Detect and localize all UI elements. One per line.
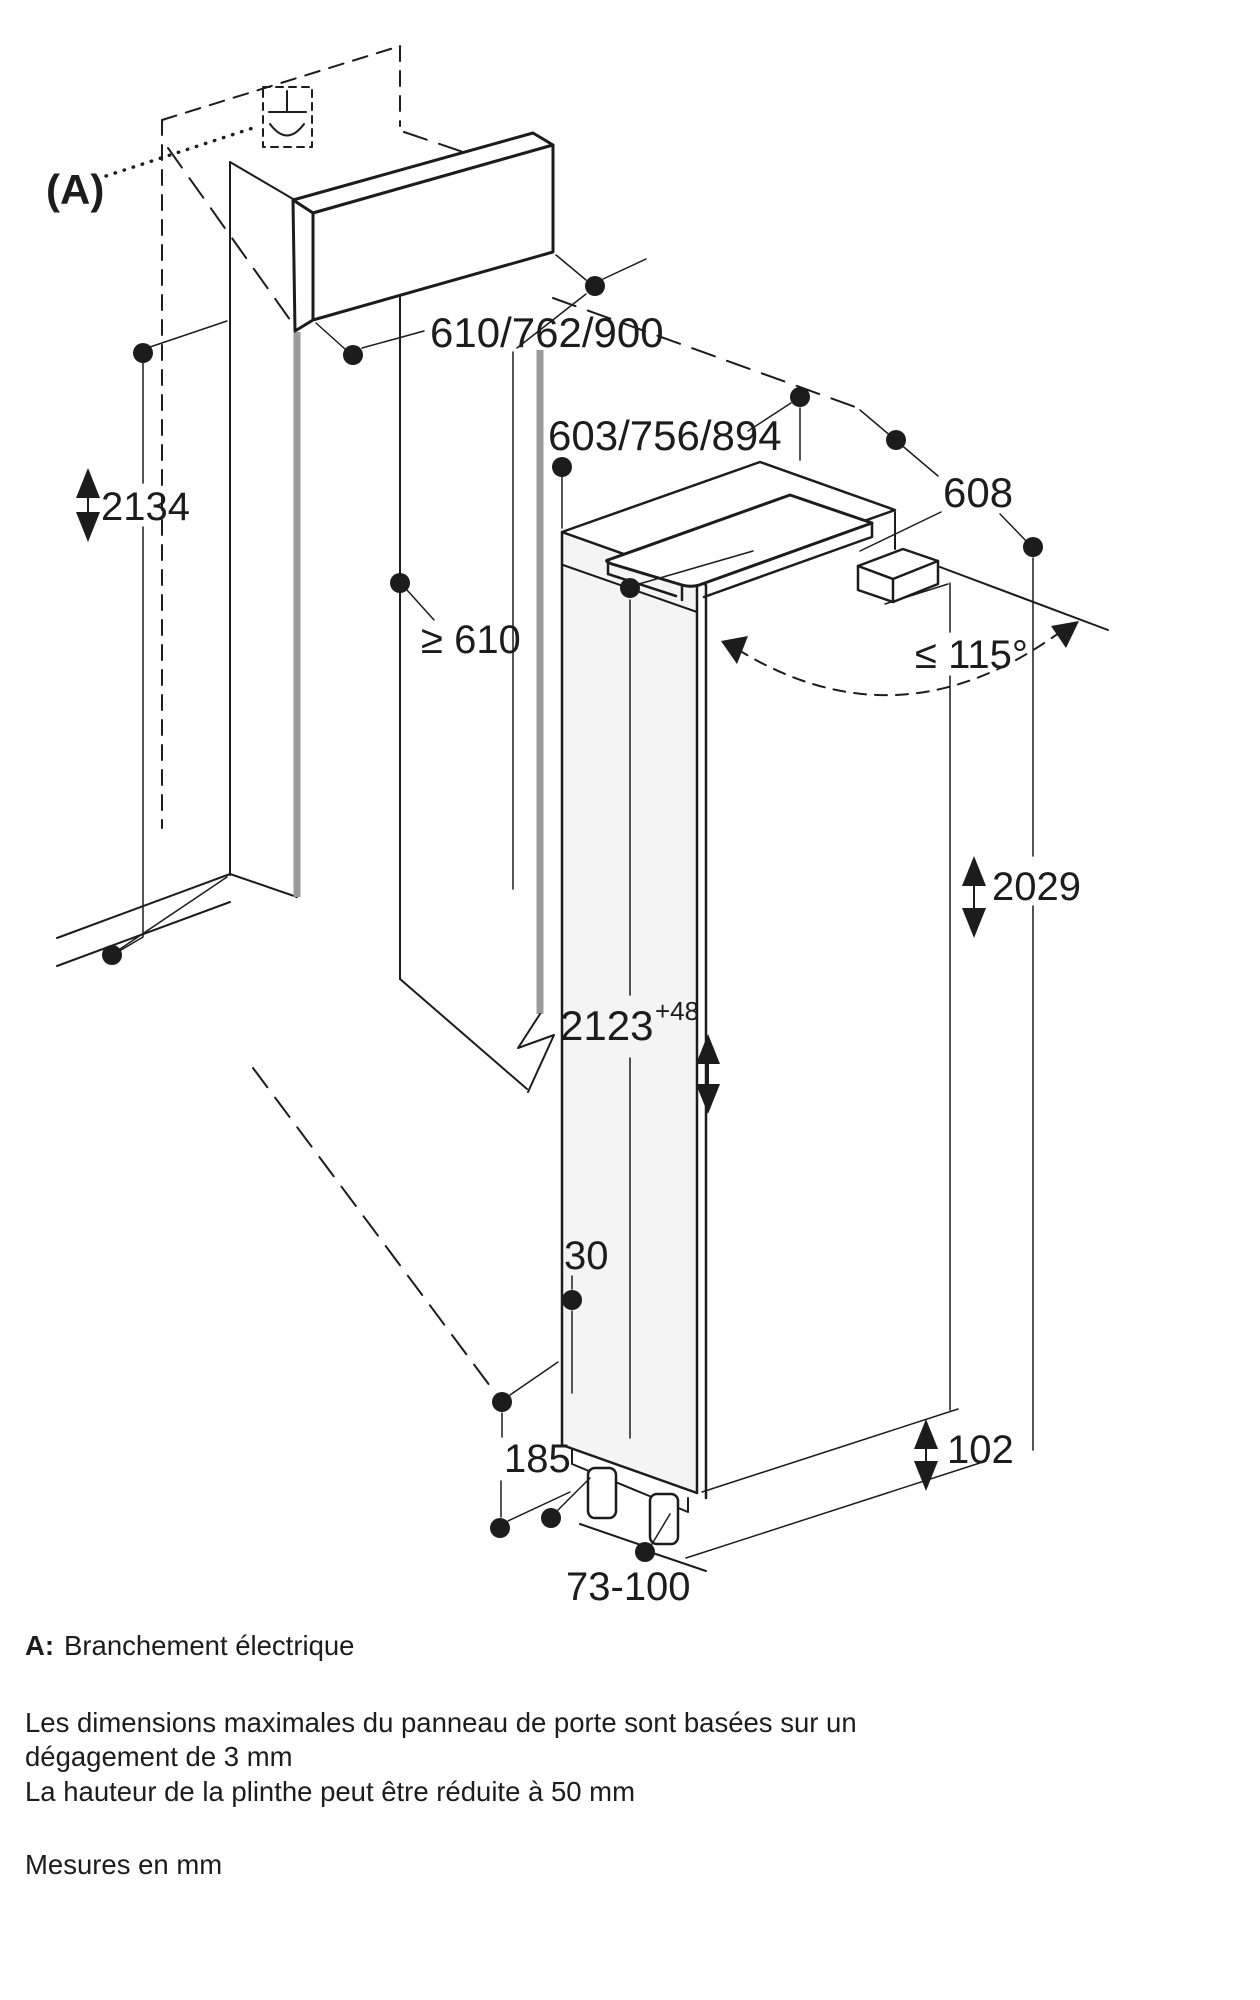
- double-arrow-icon: [914, 1419, 938, 1491]
- dim-base-recess: 185: [490, 1361, 571, 1538]
- dim-dot: [390, 573, 410, 593]
- floor-depth-edge: [252, 1067, 494, 1391]
- dim-niche-height: 2134: [76, 320, 228, 965]
- appliance-width-label: 603/756/894: [548, 412, 782, 459]
- plinth-note: La hauteur de la plinthe peut être rédui…: [25, 1776, 635, 1807]
- base-recess-label: 185: [504, 1437, 571, 1481]
- rear-hinge-block: [856, 547, 940, 604]
- min-depth-label: ≥ 610: [421, 618, 521, 662]
- left-wall-bottom-edge: [229, 873, 298, 898]
- arc-arrow-left: [721, 636, 748, 664]
- dim-appliance-depth: 608: [859, 409, 1043, 557]
- foot-range-label: 73-100: [566, 1565, 691, 1609]
- dim-appliance-height: 2123 +48: [560, 550, 754, 1439]
- double-arrow-icon: [696, 1034, 720, 1114]
- dim-door-height: 2029: [949, 557, 1081, 1451]
- dim-dot: [492, 1392, 512, 1412]
- dim-dot: [102, 945, 122, 965]
- door-angle-label: ≤ 115°: [915, 633, 1028, 677]
- dim-door-angle: ≤ 115°: [721, 621, 1079, 697]
- wall-break-mark: [517, 1013, 555, 1093]
- dim-dot: [790, 387, 810, 407]
- legend-value: Branchement électrique: [64, 1630, 355, 1661]
- units-note: Mesures en mm: [25, 1849, 223, 1880]
- dim-niche-width: 610/762/900: [315, 254, 664, 365]
- left-wall-top-edge: [229, 161, 294, 200]
- dim-dot: [635, 1542, 655, 1562]
- dim-dot: [562, 1290, 582, 1310]
- right-wall-bottom-edge: [399, 978, 528, 1090]
- dim-appliance-width: 603/756/894: [548, 387, 810, 529]
- dim-dot: [343, 345, 363, 365]
- dim-dot: [585, 276, 605, 296]
- appliance-depth-label: 608: [943, 469, 1013, 516]
- adjustable-foot-front: [586, 1466, 618, 1520]
- double-arrow-icon: [962, 856, 986, 938]
- double-arrow-icon: [76, 468, 100, 542]
- plinth-height-label: 102: [947, 1428, 1014, 1472]
- back-wall-top-edge: [161, 45, 401, 121]
- niche-width-label: 610/762/900: [430, 309, 664, 356]
- panel-note-line2: dégagement de 3 mm: [25, 1741, 293, 1772]
- dim-dot: [541, 1508, 561, 1528]
- plinth-and-feet: [571, 1449, 707, 1572]
- socket-zone-box: [262, 86, 313, 148]
- adjustable-foot-rear: [648, 1492, 680, 1546]
- filler-panel-end-face: [291, 198, 315, 333]
- door-height-label: 2029: [992, 865, 1081, 909]
- appliance-height-label: 2123: [560, 1002, 653, 1049]
- dim-dot: [1023, 537, 1043, 557]
- top-clearance-label: 30: [564, 1234, 609, 1278]
- marker-leader-dotted: [104, 125, 258, 178]
- filler-panel: [291, 131, 555, 333]
- filler-panel-front-face: [311, 143, 555, 322]
- door-open-edge-line: [939, 566, 1109, 631]
- ceiling-right-edge: [552, 297, 859, 409]
- dim-dot: [490, 1518, 510, 1538]
- arc-arrow-right: [1051, 621, 1079, 648]
- plinth-recess: [571, 1449, 689, 1513]
- electrical-connection: (A): [46, 86, 313, 213]
- legend-key: A:: [25, 1630, 55, 1661]
- dim-min-depth: ≥ 610: [390, 573, 521, 662]
- dim-dot: [886, 430, 906, 450]
- door-swing-arc: [736, 629, 1064, 697]
- top-cover-slab: [605, 493, 874, 602]
- socket-icon: [268, 90, 307, 137]
- legend-line: A: Branchement électrique: [25, 1630, 354, 1662]
- pivot-connector: [884, 583, 949, 605]
- panel-note-line1: Les dimensions maximales du panneau de p…: [25, 1707, 857, 1738]
- dim-plinth-height: 102: [685, 1408, 1014, 1559]
- dim-dot: [620, 578, 640, 598]
- niche-height-label: 2134: [101, 485, 190, 529]
- dim-foot-range: 73-100: [541, 1477, 691, 1609]
- appliance-height-tolerance-label: +48: [655, 996, 699, 1026]
- dim-dot: [133, 343, 153, 363]
- floor-line-1: [579, 1523, 642, 1546]
- dim-top-clearance: 30: [562, 1234, 609, 1394]
- dim-dot: [552, 457, 572, 477]
- marker-a-label: (A): [46, 166, 104, 213]
